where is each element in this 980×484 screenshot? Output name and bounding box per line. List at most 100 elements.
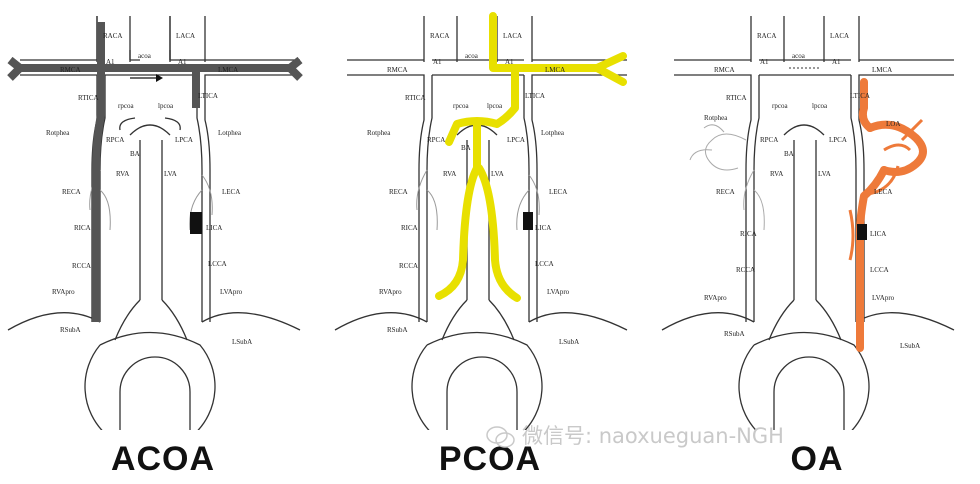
label-raca: RACA <box>103 32 122 40</box>
label-lsuba: LSubA <box>900 342 920 350</box>
label-rica: RICA <box>740 230 757 238</box>
label-rcca: RCCA <box>736 266 755 274</box>
label-lophea: Lotphea <box>541 129 565 137</box>
label-a1-right: A1 <box>505 58 514 66</box>
label-rva: RVA <box>116 170 129 178</box>
label-acoa: acoa <box>465 52 479 60</box>
label-rmca: RMCA <box>387 66 408 74</box>
label-lica: LICA <box>206 224 222 232</box>
label-ltica: LTICA <box>525 92 545 100</box>
label-ba: BA <box>784 150 794 158</box>
label-laca: LACA <box>503 32 522 40</box>
label-rica: RICA <box>74 224 91 232</box>
label-lmca: LMCA <box>872 66 892 74</box>
vessel-outline <box>334 16 628 430</box>
label-rvapro: RVApro <box>52 288 75 296</box>
label-rmca: RMCA <box>714 66 735 74</box>
label-lsuba: LSubA <box>559 338 579 346</box>
label-a1-right: A1 <box>832 58 841 66</box>
label-lcca: LCCA <box>535 260 554 268</box>
stenosis-marker <box>190 212 202 234</box>
label-rva: RVA <box>443 170 456 178</box>
wechat-icon <box>486 426 515 448</box>
label-lmca: LMCA <box>218 66 238 74</box>
label-rpcoa: rpcoa <box>453 102 469 110</box>
acoa-highlight-path <box>7 22 303 322</box>
label-rvapro: RVApro <box>379 288 402 296</box>
label-acoa: acoa <box>792 52 806 60</box>
acoa-diagram: RACA LACA acoa A1 A1 RMCA LMCA RTICA LTI… <box>7 16 303 430</box>
label-rtica: RTICA <box>726 94 747 102</box>
watermark-text: 微信号: naoxueguan-NGH <box>522 424 784 448</box>
caption-oa: OA <box>790 440 844 478</box>
label-rcca: RCCA <box>399 262 418 270</box>
label-rophea: Rotphea <box>367 129 391 137</box>
stenosis-marker <box>857 224 867 240</box>
label-lophea: Lotphea <box>218 129 242 137</box>
label-a1-left: A1 <box>106 58 115 66</box>
label-lpcoa: lpcoa <box>158 102 174 110</box>
label-raca: RACA <box>757 32 776 40</box>
branch-vessels <box>89 169 213 231</box>
label-laca: LACA <box>176 32 195 40</box>
label-rtica: RTICA <box>78 94 99 102</box>
label-a1-left: A1 <box>760 58 769 66</box>
branch-vessels <box>416 169 540 231</box>
label-lsuba: LSubA <box>232 338 252 346</box>
label-lvapro: LVApro <box>547 288 570 296</box>
label-rpca: RPCA <box>760 136 778 144</box>
label-lpca: LPCA <box>175 136 193 144</box>
stenosis-marker <box>523 212 533 230</box>
label-rsuba: RSubA <box>387 326 408 334</box>
oa-diagram: RACA LACA acoa A1 A1 RMCA LMCA RTICA LTI… <box>661 16 955 430</box>
label-lvapro: LVApro <box>220 288 243 296</box>
label-rva: RVA <box>770 170 783 178</box>
label-lmca: LMCA <box>545 66 565 74</box>
label-lica: LICA <box>535 224 551 232</box>
label-leca: LECA <box>222 188 240 196</box>
label-lpcoa: lpcoa <box>812 102 828 110</box>
caption-pcoa: PCOA <box>438 440 542 478</box>
label-lvapro: LVApro <box>872 294 895 302</box>
label-rtica: RTICA <box>405 94 426 102</box>
label-rpcoa: rpcoa <box>772 102 788 110</box>
caption-acoa: ACOA <box>110 440 216 478</box>
label-rmca: RMCA <box>60 66 81 74</box>
label-raca: RACA <box>430 32 449 40</box>
label-lpca: LPCA <box>507 136 525 144</box>
arrow-head-icon <box>156 74 163 82</box>
label-lva: LVA <box>818 170 831 178</box>
label-a1-left: A1 <box>433 58 442 66</box>
pcoa-highlight-path <box>435 12 627 302</box>
right-oa-branches <box>689 124 765 231</box>
label-lva: LVA <box>164 170 177 178</box>
label-lva: LVA <box>491 170 504 178</box>
label-rica: RICA <box>401 224 418 232</box>
label-lica: LICA <box>870 230 886 238</box>
label-reca: RECA <box>62 188 81 196</box>
label-leca: LECA <box>549 188 567 196</box>
oa-collateral-branches <box>848 118 924 261</box>
label-rophea: Rotphea <box>46 129 70 137</box>
oa-highlight-path <box>856 78 927 352</box>
label-lpcoa: lpcoa <box>487 102 503 110</box>
label-loa: LOA <box>886 120 900 128</box>
label-ba: BA <box>130 150 140 158</box>
label-ba: BA <box>461 144 471 152</box>
label-ltica: LTICA <box>850 92 870 100</box>
pcoa-diagram: RACA LACA acoa A1 A1 RMCA LMCA RTICA LTI… <box>334 12 628 430</box>
label-lpca: LPCA <box>829 136 847 144</box>
label-rsuba: RSubA <box>60 326 81 334</box>
label-a1-right: A1 <box>178 58 187 66</box>
label-acoa: acoa <box>138 52 152 60</box>
label-leca: LECA <box>874 188 892 196</box>
label-rvapro: RVApro <box>704 294 727 302</box>
label-laca: LACA <box>830 32 849 40</box>
label-lcca: LCCA <box>870 266 889 274</box>
label-rpca: RPCA <box>427 136 445 144</box>
label-rpca: RPCA <box>106 136 124 144</box>
label-ltica: LTICA <box>198 92 218 100</box>
label-rcca: RCCA <box>72 262 91 270</box>
vessel-outline <box>661 16 955 430</box>
label-reca: RECA <box>716 188 735 196</box>
